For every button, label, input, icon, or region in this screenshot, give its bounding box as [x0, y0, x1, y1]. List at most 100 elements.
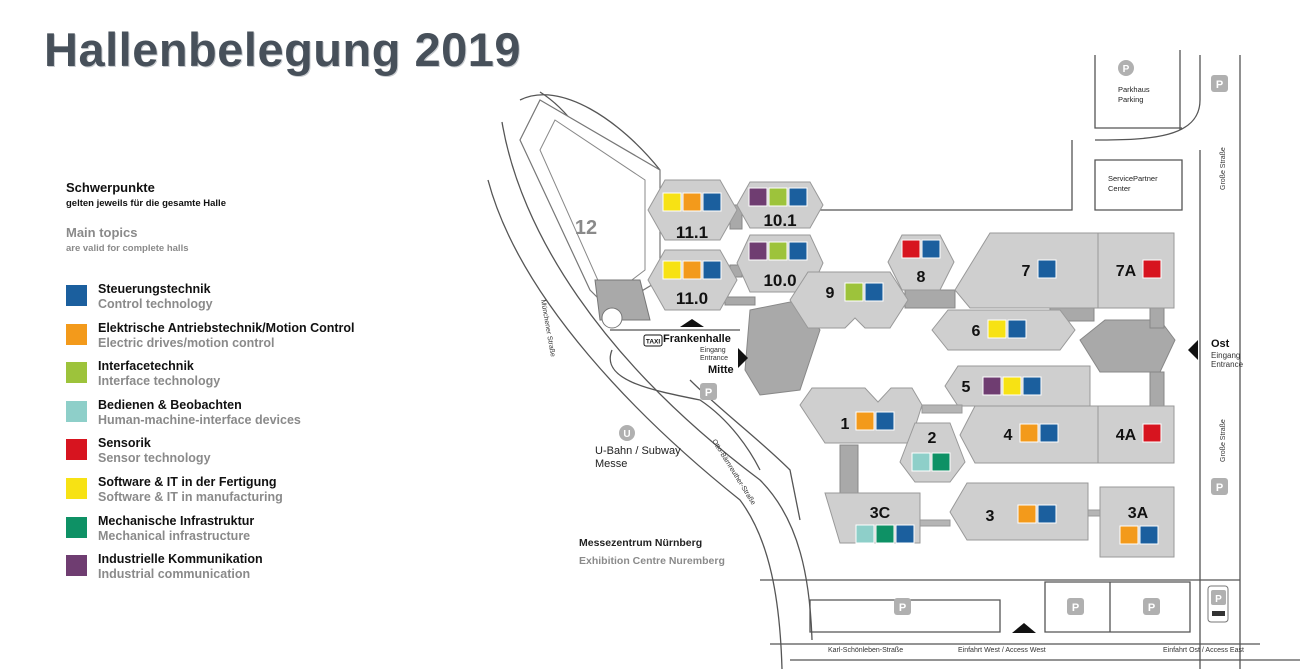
svg-text:P: P: [705, 387, 712, 399]
taxi-sign: TAXI: [643, 334, 663, 347]
legend-label-de: Mechanische Infrastruktur: [98, 513, 255, 528]
topic-square-drives: [682, 260, 702, 280]
topic-square-drives: [682, 192, 702, 212]
legend-label-de: Sensorik: [98, 436, 151, 451]
legend-swatch: [66, 516, 87, 538]
topic-square-control: [702, 260, 722, 280]
legend-label-en: Mechanical infrastructure: [98, 528, 251, 543]
legend-label-de: Industrielle Kommunikation: [98, 552, 263, 567]
hall-label: 3: [986, 508, 995, 525]
hall-12[interactable]: 12: [519, 99, 661, 329]
topic-squares: [982, 376, 1042, 396]
svg-text:P: P: [1148, 602, 1155, 614]
topic-squares: [1142, 423, 1162, 443]
legend-header-de: Schwerpunkte: [66, 180, 155, 195]
topic-square-control: [1037, 259, 1057, 279]
topic-squares: [987, 319, 1027, 339]
topic-square-communication: [982, 376, 1002, 396]
parking-icons: P P P P P P P P: [700, 60, 1229, 623]
entrance-label: Entrance: [700, 355, 728, 362]
legend-swatch: [66, 362, 87, 384]
topic-squares: [662, 192, 722, 212]
street-grosse-north: Große Straße: [1220, 147, 1227, 190]
hall-label: 4: [1004, 427, 1013, 444]
topic-square-interface: [844, 282, 864, 302]
topic-squares: [1019, 423, 1059, 443]
svg-text:P: P: [1215, 594, 1222, 605]
hall-label-12: 12: [575, 217, 597, 239]
hall-4[interactable]: 4: [959, 405, 1099, 464]
hall-10.0[interactable]: 10.0: [736, 234, 824, 293]
hall-9[interactable]: 9: [789, 271, 909, 329]
parking-icon: P: [1211, 478, 1228, 495]
topic-square-software: [1002, 376, 1022, 396]
topic-square-communication: [748, 187, 768, 207]
street-grosse-south: Große Straße: [1220, 419, 1227, 462]
topic-square-control: [1037, 504, 1057, 524]
topic-square-sensor: [1142, 259, 1162, 279]
hall-7[interactable]: 7: [954, 232, 1099, 309]
ost-label: Ost: [1211, 338, 1230, 350]
topic-square-interface: [768, 187, 788, 207]
topic-squares: [748, 187, 808, 207]
hall-label: 11.0: [676, 289, 708, 308]
hall-3[interactable]: 3: [949, 482, 1089, 541]
topic-square-drives: [1019, 423, 1039, 443]
topic-square-interface: [768, 241, 788, 261]
hall-5[interactable]: 5: [944, 365, 1091, 407]
hall-label: 6: [972, 323, 981, 340]
hall-label: 8: [917, 269, 926, 286]
hall-3C[interactable]: 3C: [824, 492, 921, 544]
legend-label-en: Industrial communication: [98, 567, 251, 582]
topic-square-control: [1139, 525, 1159, 545]
legend-label-de: Interfacetechnik: [98, 359, 194, 374]
hall-10.1[interactable]: 10.1: [736, 181, 824, 230]
hall-1[interactable]: 1: [799, 387, 923, 444]
hall-label: 3A: [1128, 505, 1149, 522]
parking-icon: P: [1118, 60, 1134, 76]
topic-squares: [662, 260, 722, 280]
parking-label: Parking: [1118, 95, 1143, 104]
svg-text:P: P: [1072, 602, 1079, 614]
topic-squares: [1017, 504, 1057, 524]
topic-squares: [1142, 259, 1162, 279]
legend-label-en: Interface technology: [98, 374, 221, 389]
subway-station: U U-Bahn / Subway Messe: [595, 425, 681, 470]
topic-square-sensor: [901, 239, 921, 259]
hall-2[interactable]: 2: [899, 422, 966, 483]
hall-3A[interactable]: 3A: [1099, 486, 1175, 558]
messe-label: Messe: [595, 458, 627, 470]
parking-icon: P: [894, 598, 911, 615]
svg-text:P: P: [1123, 64, 1130, 75]
hall-7A[interactable]: 7A: [1097, 232, 1175, 309]
hall-8[interactable]: 8: [887, 234, 955, 291]
frankenhalle-label: Frankenhalle: [663, 333, 731, 345]
topic-square-control: [1007, 319, 1027, 339]
parking-icon: P: [700, 383, 717, 400]
topic-square-drives: [1017, 504, 1037, 524]
legend-label-en: Software & IT in manufacturing: [98, 489, 283, 504]
subway-icon: U: [623, 429, 630, 440]
hall-4A[interactable]: 4A: [1097, 405, 1175, 464]
svg-text:P: P: [1216, 79, 1223, 91]
servicepartner-label: ServicePartner: [1108, 174, 1158, 183]
legend-label-de: Software & IT in der Fertigung: [98, 474, 277, 489]
topic-square-drives: [1119, 525, 1139, 545]
legend-label-en: Sensor technology: [98, 451, 211, 466]
hall-11.1[interactable]: 11.1: [647, 179, 738, 242]
topic-squares: [855, 524, 915, 544]
topic-square-control: [1039, 423, 1059, 443]
hall-11.0[interactable]: 11.0: [647, 249, 738, 311]
entrance-mitte: Eingang Entrance Mitte: [700, 347, 748, 376]
svg-text:P: P: [1216, 482, 1223, 494]
topic-square-software: [662, 260, 682, 280]
topic-square-software: [662, 192, 682, 212]
topic-squares: [748, 241, 808, 261]
topic-squares: [911, 452, 951, 472]
page-title: Hallenbelegung 2019: [44, 23, 522, 76]
topic-square-communication: [748, 241, 768, 261]
access-east-label: Einfahrt Ost / Access East: [1163, 647, 1244, 654]
exhibition-centre-label: Exhibition Centre Nuremberg: [579, 555, 725, 567]
topic-square-control: [702, 192, 722, 212]
hall-6[interactable]: 6: [931, 309, 1076, 351]
